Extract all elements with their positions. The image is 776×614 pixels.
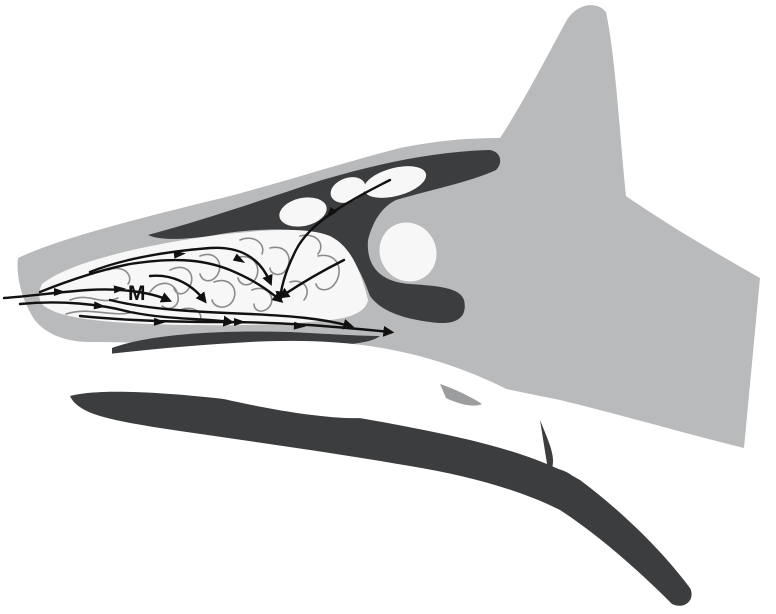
mandible [70,392,692,606]
label-m: M [128,282,146,305]
head-silhouette [18,5,761,448]
tooth-socket [440,384,482,406]
